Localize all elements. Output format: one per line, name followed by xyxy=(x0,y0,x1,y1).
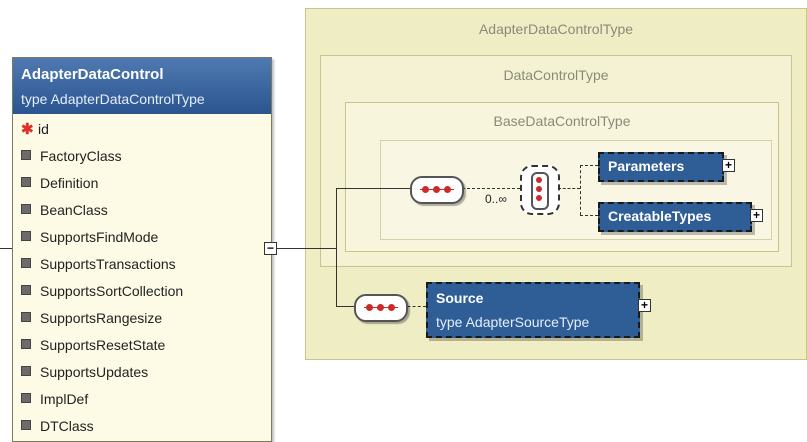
creatable-types-element[interactable]: CreatableTypes xyxy=(598,202,752,232)
element-name: AdapterDataControl xyxy=(21,66,164,83)
attribute-name: SupportsResetState xyxy=(40,337,166,353)
attribute-name: SupportsSortCollection xyxy=(40,283,184,299)
connector-choice-out xyxy=(558,188,580,189)
adapter-data-control-element[interactable]: AdapterDataControl type AdapterDataContr… xyxy=(12,57,272,442)
attribute-row: SupportsResetState xyxy=(21,335,165,355)
attribute-name: SupportsUpdates xyxy=(40,364,149,380)
expand-icon[interactable]: + xyxy=(722,159,735,172)
element-type: type AdapterDataControlType xyxy=(21,91,205,107)
connector-left-in xyxy=(0,248,12,249)
connector-to-seq2 xyxy=(336,306,354,307)
required-marker-icon: ✱ xyxy=(21,121,34,138)
attribute-name: SupportsFindMode xyxy=(40,229,159,245)
attribute-icon xyxy=(21,231,31,241)
attribute-icon xyxy=(21,204,31,214)
choice-cardinality: 0..∞ xyxy=(485,192,507,206)
expand-icon[interactable]: + xyxy=(638,299,651,312)
attribute-icon xyxy=(21,285,31,295)
base-data-control-type-title: BaseDataControlType xyxy=(493,113,631,129)
attribute-name: ImplDef xyxy=(40,391,89,407)
connector-choice-branch xyxy=(580,165,581,215)
attribute-name: FactoryClass xyxy=(40,148,122,164)
attribute-row: Definition xyxy=(21,173,98,193)
creatable-types-label: CreatableTypes xyxy=(608,208,712,224)
sequence-dot xyxy=(444,186,451,193)
attribute-name: SupportsTransactions xyxy=(40,256,176,272)
source-label: Source xyxy=(436,290,484,306)
attribute-row: ImplDef xyxy=(21,389,88,409)
connector-element-out xyxy=(270,248,336,249)
sequence-compositor-icon[interactable] xyxy=(410,176,464,204)
attribute-row: SupportsRangesize xyxy=(21,308,162,328)
attribute-row: SupportsTransactions xyxy=(21,254,176,274)
attribute-name: DTClass xyxy=(40,418,94,434)
expand-icon[interactable]: + xyxy=(750,209,763,222)
connector-branch xyxy=(336,188,337,306)
attribute-icon xyxy=(21,420,31,430)
attribute-icon xyxy=(21,393,31,403)
connector-to-seq1 xyxy=(336,188,410,189)
attribute-icon xyxy=(21,258,31,268)
attribute-icon xyxy=(21,150,31,160)
attribute-name: Definition xyxy=(40,175,99,191)
parameters-element[interactable]: Parameters xyxy=(598,152,724,182)
attribute-row: ✱id xyxy=(21,119,49,139)
collapse-icon[interactable]: − xyxy=(264,242,277,255)
attribute-row: SupportsFindMode xyxy=(21,227,158,247)
connector-to-creatable xyxy=(580,215,598,216)
data-control-type-title: DataControlType xyxy=(503,67,609,83)
attribute-row: SupportsUpdates xyxy=(21,362,148,382)
attribute-row: SupportsSortCollection xyxy=(21,281,183,301)
sequence-compositor-icon[interactable] xyxy=(354,294,408,322)
sequence-dot xyxy=(433,186,440,193)
connector-to-parameters xyxy=(580,165,598,166)
choice-dot xyxy=(536,186,542,192)
connector-seq1-choice xyxy=(462,188,520,189)
source-element[interactable]: Source type AdapterSourceType xyxy=(426,282,640,338)
source-type: type AdapterSourceType xyxy=(436,314,590,330)
choice-dot xyxy=(536,195,542,201)
sequence-dot xyxy=(377,304,384,311)
sequence-dot xyxy=(388,304,395,311)
attribute-name: id xyxy=(38,121,49,137)
sequence-dot xyxy=(366,304,373,311)
sequence-dot xyxy=(422,186,429,193)
parameters-label: Parameters xyxy=(608,158,685,174)
attribute-icon xyxy=(21,312,31,322)
attribute-name: BeanClass xyxy=(40,202,108,218)
adapter-data-control-type-title: AdapterDataControlType xyxy=(478,21,634,37)
attribute-icon xyxy=(21,177,31,187)
attribute-row: DTClass xyxy=(21,416,94,436)
attribute-icon xyxy=(21,339,31,349)
attribute-name: SupportsRangesize xyxy=(40,310,163,326)
attribute-icon xyxy=(21,366,31,376)
choice-compositor-icon[interactable] xyxy=(520,165,560,215)
element-header: AdapterDataControl type AdapterDataContr… xyxy=(13,58,271,114)
attribute-row: BeanClass xyxy=(21,200,108,220)
attribute-row: FactoryClass xyxy=(21,146,122,166)
choice-dot xyxy=(536,177,542,183)
connector-seq2-source xyxy=(402,306,426,307)
